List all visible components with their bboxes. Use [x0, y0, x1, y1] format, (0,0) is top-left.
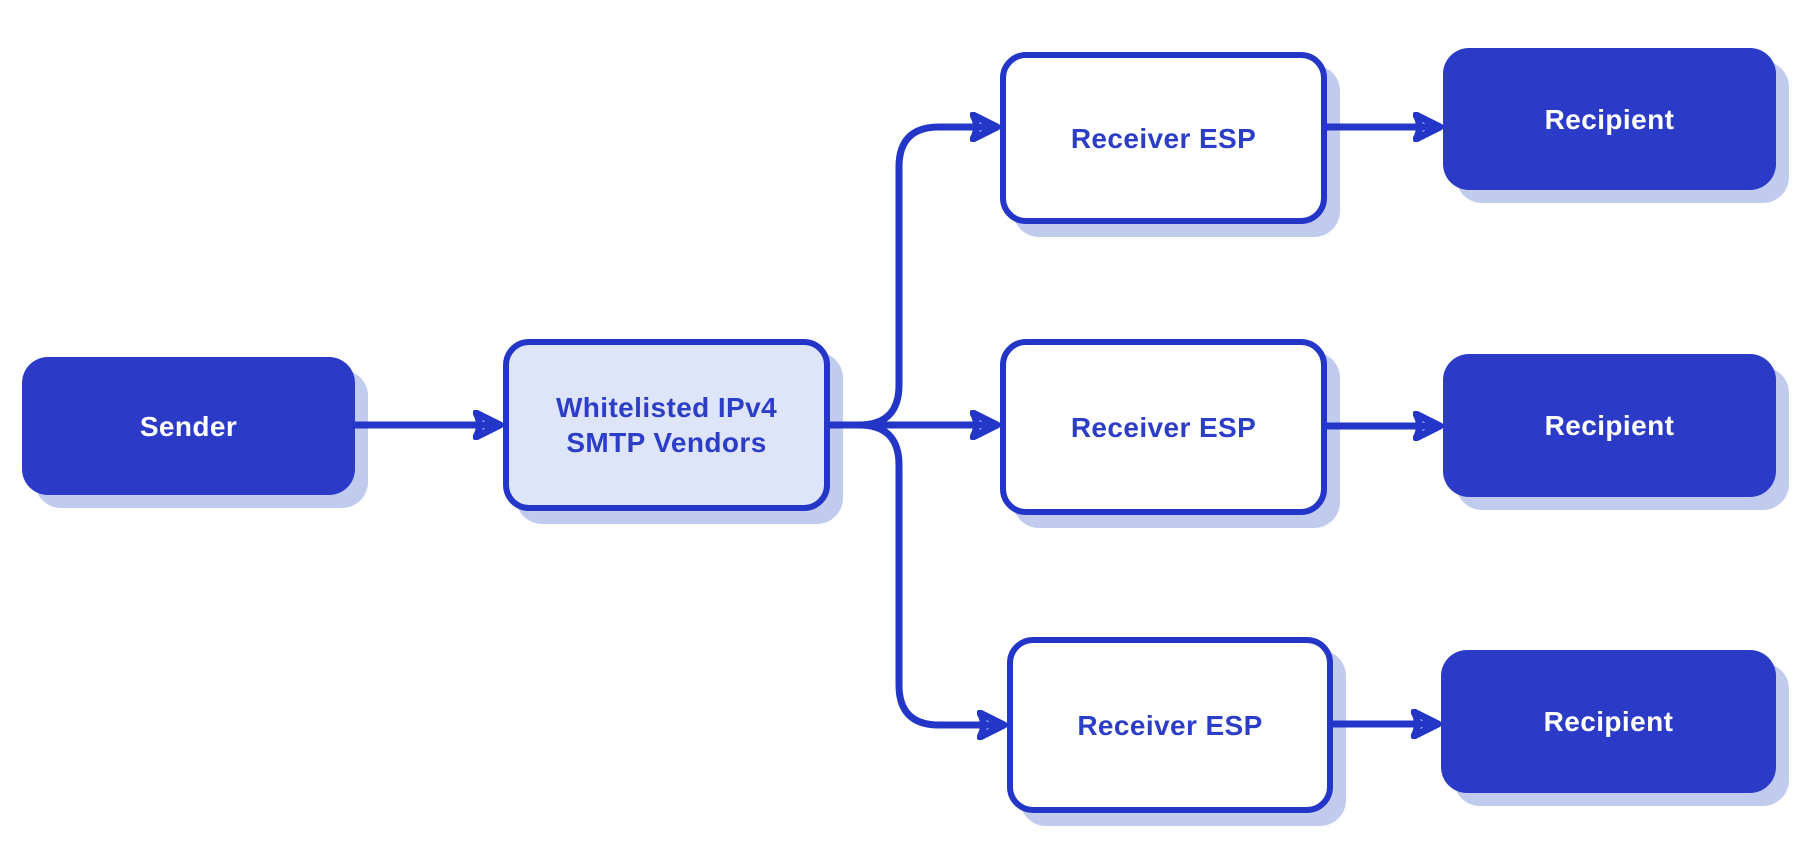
- node-recipient-bottom: Recipient: [1441, 650, 1776, 793]
- connector-vendors-to-esp-bottom: [828, 421, 1003, 725]
- node-recipient-top-label: Recipient: [1544, 103, 1675, 135]
- node-recipient-top: Recipient: [1443, 48, 1776, 190]
- node-receiver-esp-middle: Receiver ESP: [1000, 339, 1327, 515]
- node-receiver-esp-middle-label: Receiver ESP: [1070, 411, 1257, 443]
- node-whitelisted-smtp-vendors-label: Whitelisted IPv4 SMTP Vendors: [555, 392, 778, 458]
- connector-vendors-to-esp-top: [828, 127, 996, 429]
- node-receiver-esp-top-label: Receiver ESP: [1070, 122, 1257, 154]
- node-sender-label: Sender: [139, 410, 238, 442]
- node-receiver-esp-bottom-label: Receiver ESP: [1077, 709, 1263, 741]
- node-receiver-esp-top: Receiver ESP: [1000, 52, 1327, 224]
- node-recipient-middle: Recipient: [1443, 354, 1776, 497]
- node-recipient-bottom-label: Recipient: [1543, 706, 1674, 737]
- node-receiver-esp-bottom: Receiver ESP: [1007, 637, 1333, 813]
- node-sender: Sender: [22, 357, 355, 495]
- node-recipient-middle-label: Recipient: [1544, 410, 1675, 441]
- node-whitelisted-smtp-vendors: Whitelisted IPv4 SMTP Vendors: [503, 339, 830, 511]
